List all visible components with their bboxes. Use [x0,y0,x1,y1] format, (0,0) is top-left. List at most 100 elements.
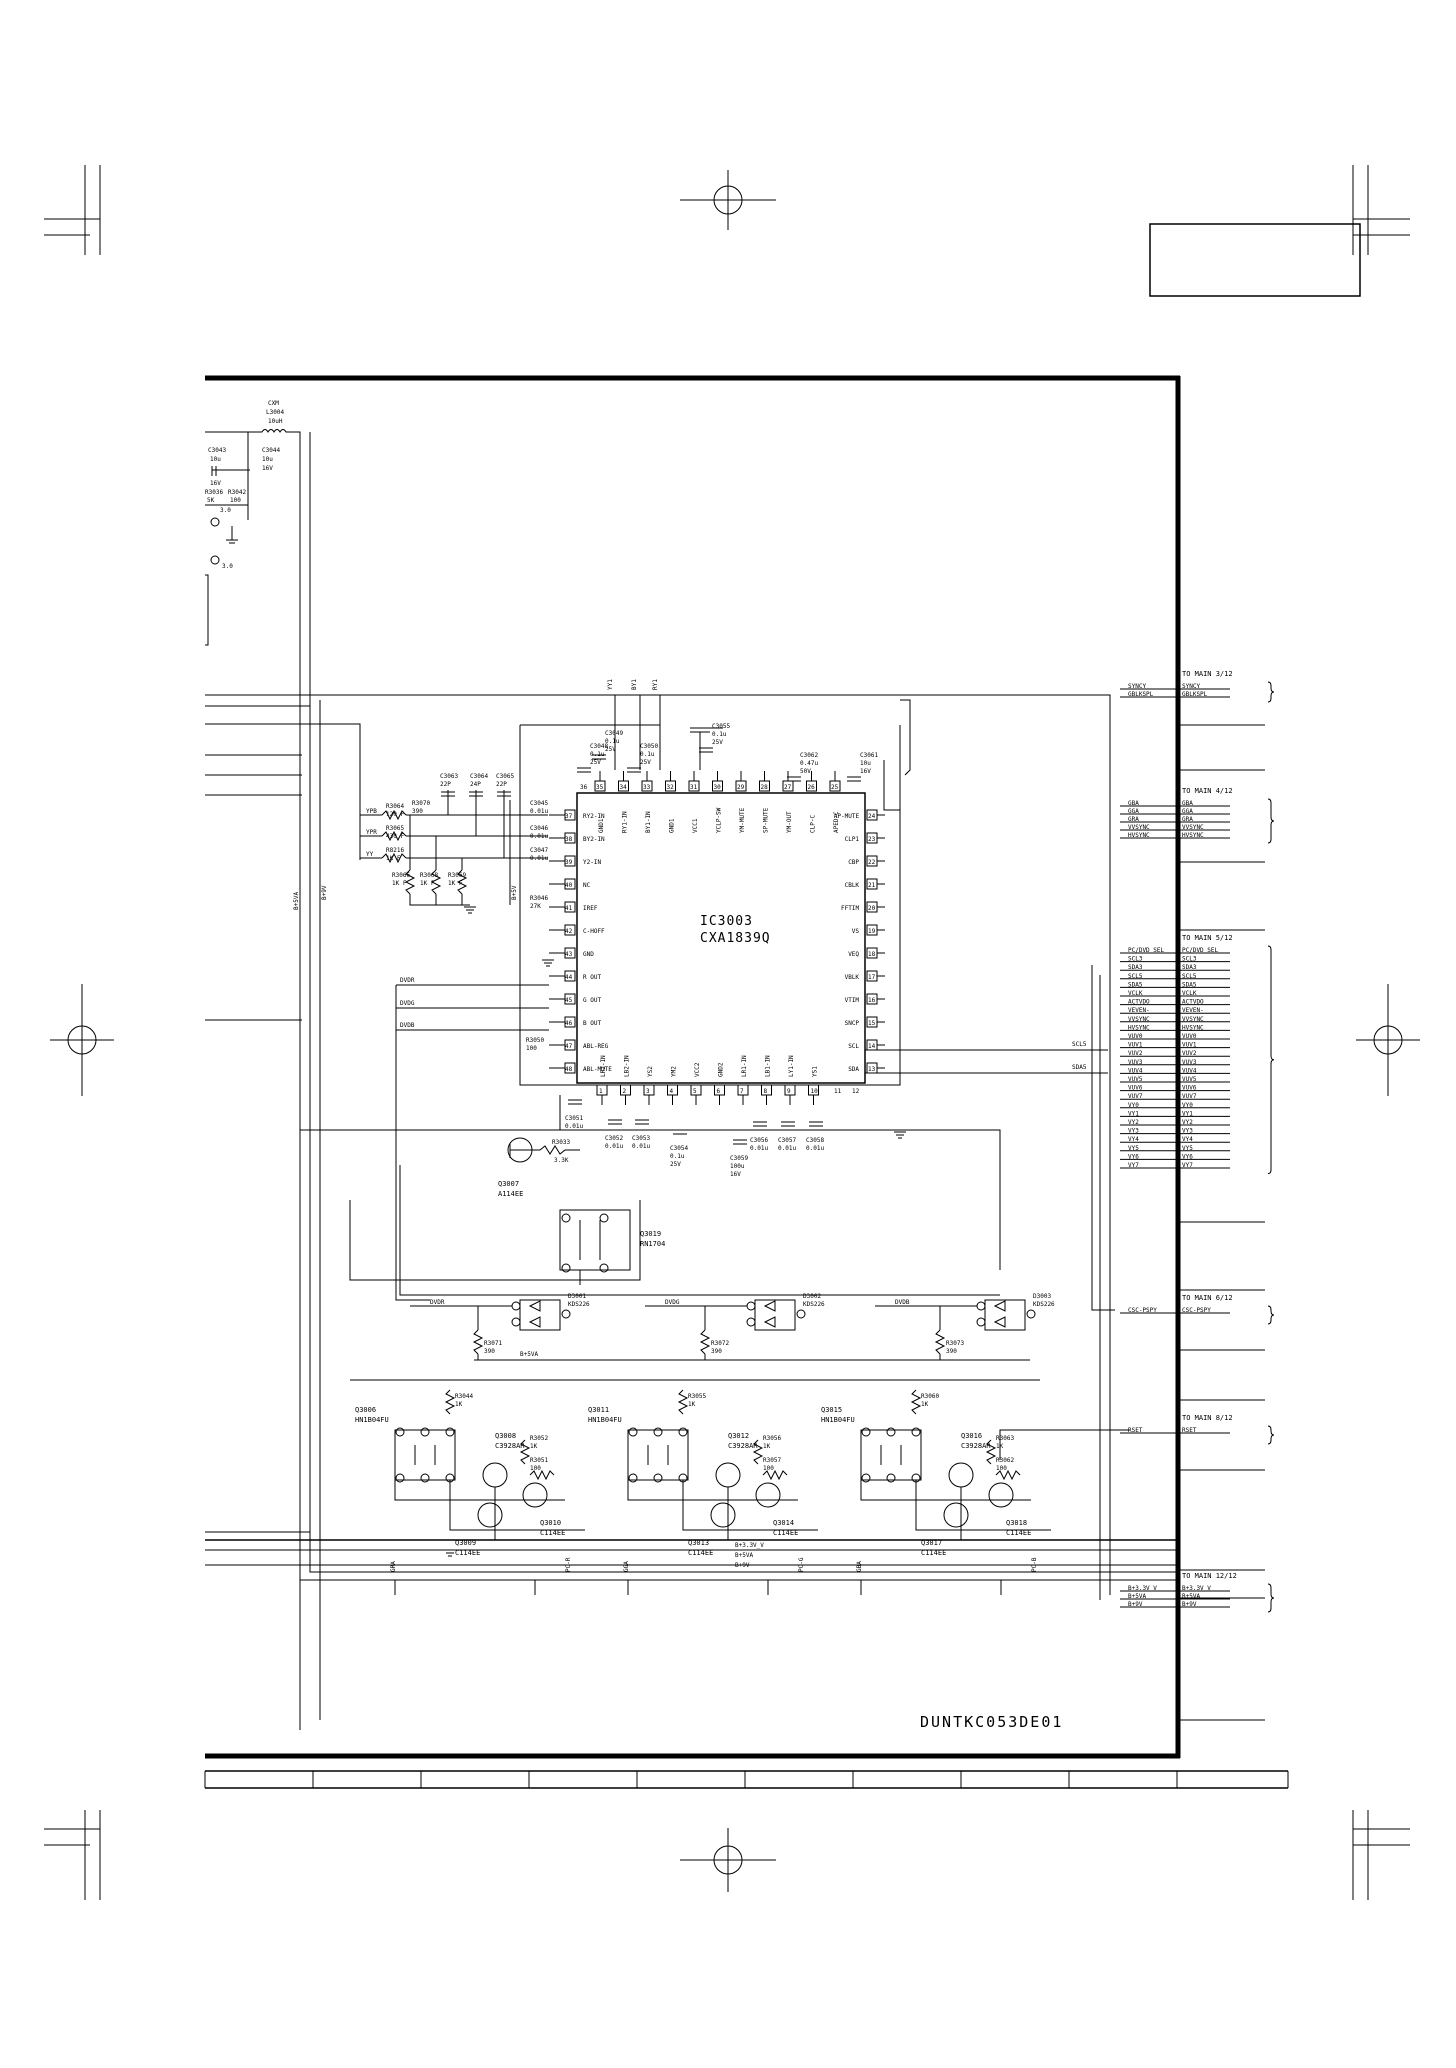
connector-signal: VY2 [1182,1119,1193,1126]
component-ref: R3071 [484,1340,502,1347]
component-ref: R3072 [711,1340,729,1347]
transistor-part: C3928AR [728,1442,758,1450]
ic-pin-number: 41 [565,905,573,912]
svg-text:B+9V: B+9V [321,885,328,900]
component-value: 430 F [386,833,404,840]
component-value: 0.01u [806,1145,824,1152]
transistor-part: HN1B04FU [588,1416,622,1424]
svg-text:10uH: 10uH [268,418,283,425]
diodes: D3001KDS226DVDRR3071390D3002KDS226DVDGR3… [350,1293,1055,1381]
component-ref: R3052 [530,1435,548,1442]
capacitor [441,791,455,797]
ic-pin-number: 18 [868,951,876,958]
connector-brace [1267,798,1275,844]
ic-pin-name: VCC2 [694,1062,701,1077]
component-ref: R3050 [526,1037,544,1044]
connector-tab [1177,1221,1265,1291]
component-value: 0.47u [800,760,818,767]
connector-signal-src: VY3 [1128,1128,1139,1135]
wire [461,894,470,906]
ic-pin-name: LB1-IN [765,1055,772,1077]
component-ref: R3062 [996,1457,1014,1464]
resistor [995,1469,1021,1481]
component-ref: R3057 [763,1457,781,1464]
svg-text:3.0: 3.0 [222,563,233,570]
connector-signal-src: VUV2 [1128,1050,1143,1057]
ic-pin-name: SP-MUTE [763,807,770,833]
ic-pin-number: 23 [868,836,876,843]
component-ref: R3068 [420,872,438,879]
connector-signal-src: VUV7 [1128,1093,1143,1100]
transistor-ref: Q3018 [1006,1519,1027,1527]
connector-signal: VY7 [1182,1162,1193,1169]
component-ref: C3046 [530,825,548,832]
ic-pin-name: BY1-IN [645,811,652,833]
left-top-circuit: CXM L3004 10uH C3043 10u 16V C3044 10u 1… [205,400,301,1730]
connector-signal-src: VY4 [1128,1136,1139,1143]
svg-text:10u: 10u [210,456,221,463]
ground-symbol [894,1131,906,1139]
connector-signal: GGA [1182,808,1193,815]
connector-tab [1177,1469,1265,1571]
ic-pin-number: 9 [787,1088,791,1095]
ic-pin-name: NC [583,882,591,889]
connector-title: TO MAIN 12/12 [1182,1572,1237,1580]
ic-area: YY1 BY1 RY1 [519,679,911,1086]
wire [627,1480,798,1501]
ic-pin-name: RY1-IN [622,811,629,833]
wire [449,1480,585,1531]
ic-pin-name: YS2 [647,1066,654,1077]
ic-pin-number: 7 [740,1088,744,1095]
connector-tab [1177,724,1265,771]
ic-pin-number: 21 [868,882,876,889]
component-value: 25V [640,759,651,766]
capacitor [469,791,483,797]
connector-brace [1267,1425,1275,1445]
connector-title: TO MAIN 6/12 [1182,1294,1233,1302]
transistor-ref: Q3010 [540,1519,561,1527]
connector-title: TO MAIN 4/12 [1182,787,1233,795]
capacitor [699,747,713,753]
wire [860,1480,1031,1501]
rail-label: B+9V [735,1562,750,1569]
connector-signal-src: VCLK [1128,990,1143,997]
svg-text:SDA5: SDA5 [1072,1064,1087,1071]
ic-pin-number: 15 [868,1020,876,1027]
ic-pin-number: 19 [868,928,876,935]
component-ref: R3046 [530,895,548,902]
connector-signal: VUV0 [1182,1033,1197,1040]
net-label: DVDR [400,977,415,984]
ic-pin-number: 1 [599,1088,603,1095]
transistor-symbol [943,1502,969,1528]
ic-pin-name: FFTIM [841,905,859,912]
component-value: 24P [470,781,481,788]
wire [409,894,470,906]
connector-signal: VVSYNC [1182,1016,1204,1023]
pin-circle [420,1473,430,1483]
connector-signal: CSC-PSPY [1182,1307,1211,1314]
ic-pin-number: 6 [717,1088,721,1095]
wire [880,1445,902,1465]
component-value: 1K [455,1401,463,1408]
resistor [529,1469,555,1481]
wire [915,1480,1051,1531]
component-value: 0.01u [530,808,548,815]
ic-pin-number: 39 [565,859,573,866]
component-value: 100 [526,1045,537,1052]
diode-symbol [528,1316,541,1328]
svg-text:RN1704: RN1704 [640,1240,665,1248]
sheet-frame [204,375,1289,1789]
diode-pack [754,1299,796,1331]
ic-pin-number: 36 [580,784,588,791]
transistor-symbol [988,1482,1014,1508]
ic-pin-number: 14 [868,1043,876,1050]
svg-text:BY1: BY1 [631,679,638,690]
ic-pin-number: 17 [868,974,876,981]
ic-pin-name: SCL [848,1043,859,1050]
net-label: YY [366,851,374,858]
rail-label: B+5VA [735,1552,753,1559]
q3007-area: R3033 3.3K Q3007 A114EE Q3019 RN1704 [300,1129,1001,1296]
transistor-part: C114EE [773,1529,798,1537]
